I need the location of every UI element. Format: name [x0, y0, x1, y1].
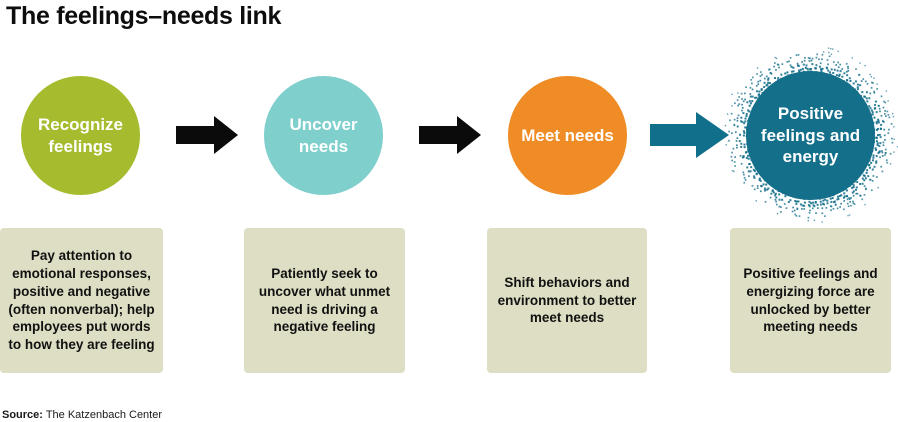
- stage-description-box-positive-feelings-and-energy: Positive feelings and energizing force a…: [730, 228, 891, 373]
- stage-description-box-recognize-feelings: Pay attention to emotional responses, po…: [0, 228, 163, 373]
- stage-description-box-meet-needs: Shift behaviors and environment to bette…: [487, 228, 647, 373]
- stage-description-box-uncover-needs: Patiently seek to uncover what unmet nee…: [244, 228, 405, 373]
- stage-circle-label: Recognize feelings: [37, 114, 124, 156]
- arrow-shaft: [176, 126, 217, 144]
- arrow-right-icon-3: [650, 112, 729, 158]
- source-value: The Katzenbach Center: [45, 409, 163, 421]
- stage-circle-label: Positive feelings and energy: [760, 103, 861, 167]
- stage-description-text: Pay attention to emotional responses, po…: [8, 247, 155, 353]
- stage-description-text: Patiently seek to uncover what unmet nee…: [258, 265, 391, 335]
- arrow-right-icon-1: [176, 116, 238, 154]
- arrow-head: [696, 112, 729, 158]
- stage-circle-label: Uncover needs: [289, 114, 358, 156]
- arrow-right-icon-2: [419, 116, 481, 154]
- stage-circle-meet-needs[interactable]: Meet needs: [508, 76, 627, 195]
- arrow-head: [457, 116, 481, 154]
- arrow-head: [214, 116, 238, 154]
- stage-circle-label: Meet needs: [521, 125, 614, 145]
- stage-circle-uncover-needs[interactable]: Uncover needs: [264, 76, 383, 195]
- stage-description-text: Shift behaviors and environment to bette…: [497, 274, 637, 326]
- source-label: Source:: [2, 409, 43, 421]
- source-credit: Source: The Katzenbach Center: [2, 409, 162, 421]
- page-title: The feelings–needs link: [6, 2, 282, 30]
- stage-description-text: Positive feelings and energizing force a…: [743, 265, 878, 335]
- stage-circle-positive-feelings-and-energy[interactable]: Positive feelings and energy: [746, 71, 875, 200]
- arrow-shaft: [419, 126, 460, 144]
- stage-circle-recognize-feelings[interactable]: Recognize feelings: [21, 76, 140, 195]
- arrow-shaft: [650, 124, 700, 146]
